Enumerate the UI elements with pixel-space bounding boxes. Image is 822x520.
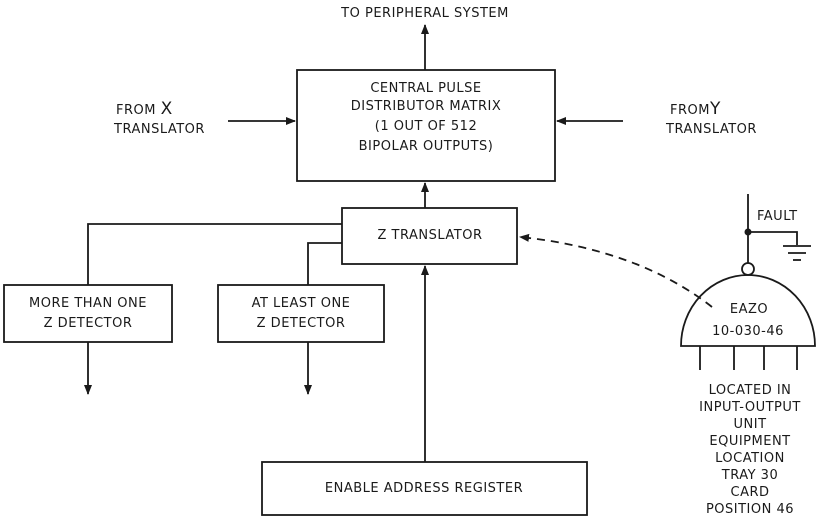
junction-dot (744, 228, 752, 236)
location-line-4: EQUIPMENT (709, 434, 791, 449)
z-translator-label: Z TRANSLATOR (377, 228, 483, 243)
at-least-one-box (217, 284, 385, 343)
location-line-2: INPUT-OUTPUT (699, 400, 801, 415)
enable-address-register-label: ENABLE ADDRESS REGISTER (324, 481, 524, 496)
location-line-3: UNIT (733, 417, 767, 432)
from-x-letter: X (160, 99, 173, 119)
location-line-5: LOCATION (715, 451, 785, 466)
location-line-8: POSITION 46 (705, 502, 795, 517)
central-line-2: DISTRIBUTOR MATRIX (350, 99, 502, 114)
z-translator-box (341, 207, 518, 265)
central-line-4: BIPOLAR OUTPUTS) (358, 139, 494, 154)
from-x-line2: TRANSLATOR (114, 122, 205, 137)
central-pulse-distributor-box (296, 69, 556, 182)
ground-line (748, 231, 798, 245)
to-peripheral-label: TO PERIPHERAL SYSTEM (341, 6, 509, 21)
from-x-prefix: FROM (116, 103, 156, 118)
at-least-one-line-2: Z DETECTOR (256, 316, 346, 331)
line-z-to-at-least-one (307, 242, 342, 285)
from-y-line2: TRANSLATOR (666, 122, 757, 137)
from-y-prefix: FROM (670, 103, 710, 118)
more-than-one-box (3, 284, 173, 343)
central-line-3: (1 OUT OF 512 (374, 119, 478, 134)
more-than-one-line-2: Z DETECTOR (43, 316, 133, 331)
eazo-name: EAZO (729, 302, 769, 317)
from-x-label: FROM X (116, 101, 173, 119)
from-y-letter: Y (709, 99, 721, 119)
location-line-6: TRAY 30 (721, 468, 779, 483)
more-than-one-line-1: MORE THAN ONE (29, 296, 147, 311)
central-line-1: CENTRAL PULSE (370, 81, 482, 96)
line-z-to-more-than-one (87, 223, 342, 285)
at-least-one-line-1: AT LEAST ONE (251, 296, 351, 311)
location-line-1: LOCATED IN (708, 383, 792, 398)
inverter-bubble (741, 262, 755, 276)
dashed-link-eazo-to-z (519, 233, 713, 308)
eazo-gate-body (680, 274, 816, 347)
eazo-code: 10-030-46 (712, 324, 784, 339)
fault-label: FAULT (757, 209, 798, 224)
from-y-label: FROMY (670, 101, 721, 119)
location-line-7: CARD (730, 485, 770, 500)
